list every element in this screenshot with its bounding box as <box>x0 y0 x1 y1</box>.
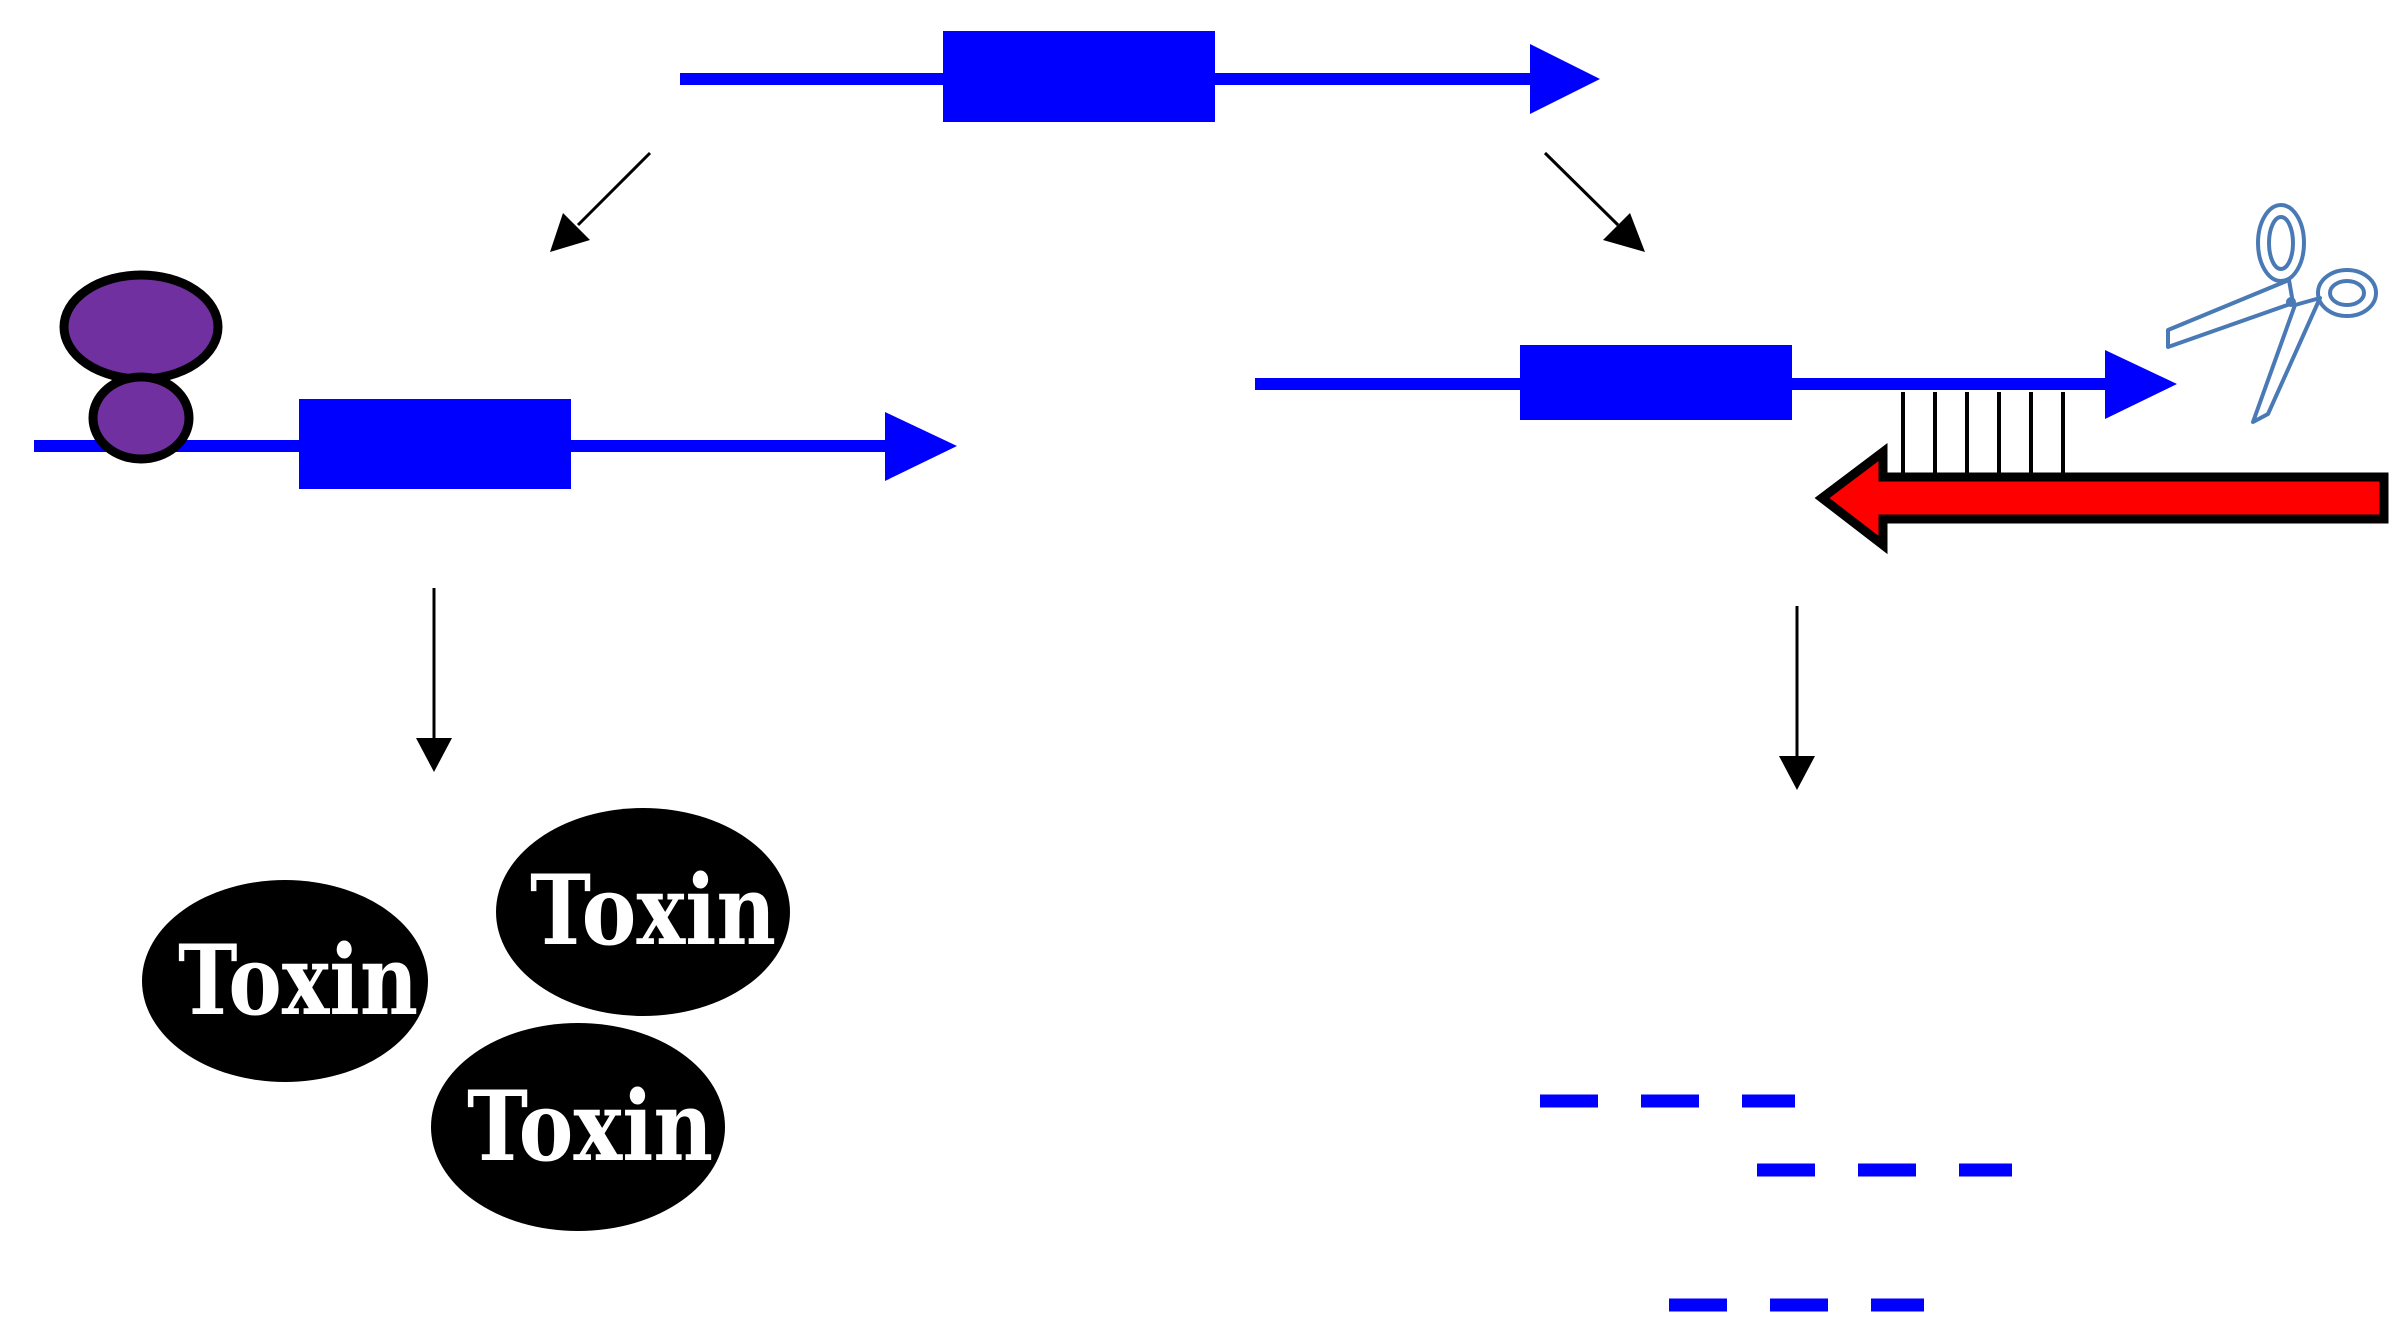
top-mrna <box>680 31 1600 122</box>
ribosome-small-subunit <box>88 372 194 464</box>
ribosome-large-subunit <box>59 270 223 384</box>
toxin-label: Toxin <box>467 1070 713 1183</box>
scissors-icon <box>2166 203 2378 424</box>
right-mrna <box>1255 345 2177 420</box>
right-mrna-coding-box <box>1520 345 1792 420</box>
branch-arrow-right <box>1543 151 1645 252</box>
down-arrow-left <box>416 588 452 772</box>
antisense-rna-arrow <box>1814 442 2389 555</box>
toxin-label: Toxin <box>178 924 418 1037</box>
base-pairing-lines <box>1901 392 2065 477</box>
branch-arrow-left <box>550 151 652 252</box>
top-mrna-coding-box <box>943 31 1215 122</box>
toxin-protein-1: Toxin <box>142 880 428 1082</box>
toxin-protein-3: Toxin <box>431 1023 725 1231</box>
right-mrna-arrowhead <box>2105 350 2177 419</box>
down-arrow-right <box>1779 606 1815 790</box>
left-mrna-arrowhead <box>885 412 957 481</box>
top-mrna-arrowhead <box>1530 44 1600 114</box>
toxin-label: Toxin <box>530 854 776 967</box>
degraded-mrna-fragments <box>1540 1094 2012 1312</box>
left-mrna-coding-box <box>299 399 571 489</box>
toxin-protein-2: Toxin <box>496 808 790 1016</box>
ribosome <box>59 270 223 464</box>
